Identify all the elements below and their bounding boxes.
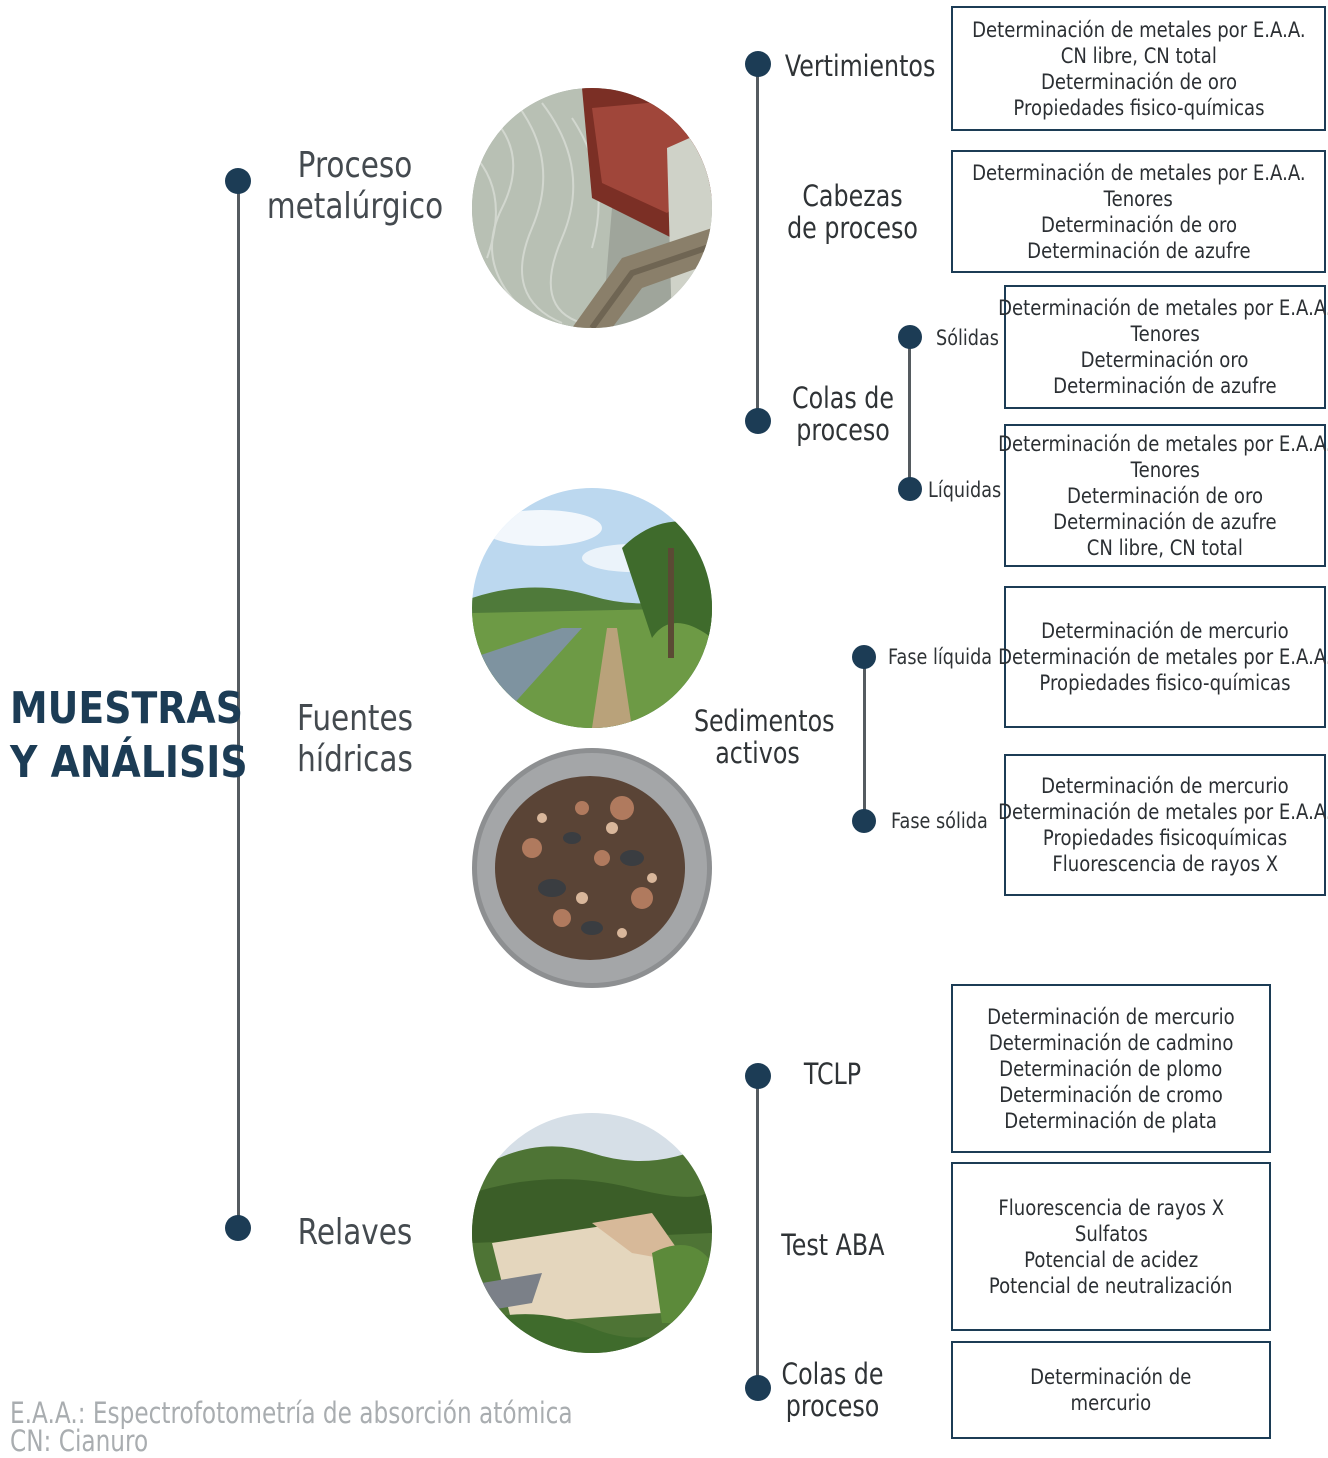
label-colas-de-proceso: Colas de proceso: [791, 381, 895, 447]
analysis-box-fase-solida: Determinación de mercurio Determinación …: [998, 754, 1328, 896]
analysis-box-colas-relaves: Determinación de mercurio: [951, 1341, 1271, 1439]
main-connector-line: [237, 181, 240, 1228]
node-tclp: [745, 1063, 771, 1089]
title-line-1: MUESTRAS: [10, 683, 243, 734]
colas-sub-branch-line: [908, 337, 911, 489]
label-vertimientos: Vertimientos: [784, 49, 936, 83]
footnote-eaa: E.A.A.: Espectrofotometría de absorción …: [10, 1396, 573, 1430]
photo-water-stream: [472, 488, 712, 728]
analysis-box-fase-liquida: Determinación de mercurio Determinación …: [998, 586, 1328, 728]
title-line-2: Y ANÁLISIS: [10, 737, 248, 788]
analysis-box-colas-solidas: Determinación de metales por E.A.A. Teno…: [998, 285, 1328, 409]
photo-sediment-sample: [472, 748, 712, 988]
label-sedimentos-activos: Sedimentos activos: [693, 704, 835, 770]
diagram-title: MUESTRAS Y ANÁLISIS: [10, 682, 248, 790]
node-relaves: [225, 1215, 251, 1241]
label-tclp: TCLP: [803, 1057, 862, 1091]
node-liquidas: [898, 477, 922, 501]
node-colas-relaves: [745, 1375, 771, 1401]
category-fuentes-hidricas: Fuentes hídricas: [296, 698, 414, 780]
node-solidas: [898, 325, 922, 349]
label-fase-solida: Fase sólida: [891, 809, 988, 833]
analysis-box-vertimientos: Determinación de metales por E.A.A. CN l…: [951, 6, 1326, 131]
label-colas-relaves: Colas de proceso: [781, 1357, 884, 1423]
category-proceso-metalurgico: Proceso metalúrgico: [266, 145, 444, 227]
node-fase-solida: [852, 809, 876, 833]
label-cabezas-de-proceso: Cabezas de proceso: [787, 179, 918, 245]
node-proceso-metalurgico: [225, 168, 251, 194]
label-fase-liquida: Fase líquida: [888, 645, 993, 669]
photo-tailings-site: [472, 1113, 712, 1353]
label-liquidas: Líquidas: [928, 478, 1002, 502]
category-relaves: Relaves: [297, 1212, 413, 1253]
relaves-branch-line: [756, 1076, 759, 1388]
analysis-box-cabezas: Determinación de metales por E.A.A. Teno…: [951, 150, 1326, 273]
sedimentos-branch-line: [863, 657, 866, 821]
node-fase-liquida: [852, 645, 876, 669]
footnote-cn: CN: Cianuro: [10, 1424, 149, 1458]
label-solidas: Sólidas: [936, 326, 999, 350]
analysis-box-tclp: Determinación de mercurio Determinación …: [951, 984, 1271, 1153]
analysis-box-colas-liquidas: Determinación de metales por E.A.A. Teno…: [998, 424, 1328, 567]
label-test-aba: Test ABA: [781, 1228, 885, 1262]
node-colas-proceso: [745, 408, 771, 434]
photo-metallurgical-process: [472, 88, 712, 328]
analysis-box-test-aba: Fluorescencia de rayos X Sulfatos Potenc…: [951, 1162, 1271, 1331]
proceso-branch-line: [756, 64, 759, 422]
node-vertimientos: [745, 51, 771, 77]
